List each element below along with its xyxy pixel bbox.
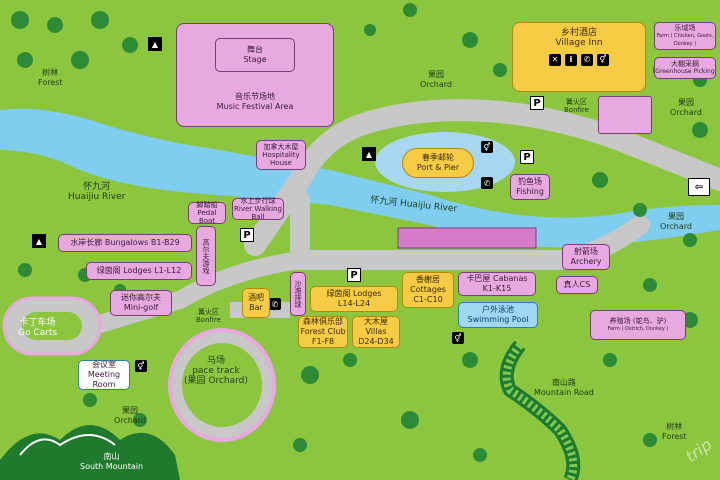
- trees: [11, 3, 708, 462]
- bungalows[interactable]: 水岸长廊 Bungalows B1-B29: [58, 234, 192, 252]
- campsite-icon: ▲: [32, 234, 46, 248]
- sand-volleyball[interactable]: 沙滩排球: [290, 272, 306, 316]
- restroom-icon: ⚥: [481, 141, 493, 153]
- building-strip: [397, 227, 537, 249]
- river: [0, 108, 720, 248]
- exit-arrow-icon[interactable]: ⇦: [688, 178, 710, 196]
- campsite-icon: ▲: [148, 37, 162, 51]
- parking-icon: P: [347, 268, 361, 282]
- phone-icon: ✆: [581, 54, 593, 66]
- restaurant-icon: ✕: [549, 54, 561, 66]
- kids-game-area[interactable]: 高尔夫游戏: [196, 226, 216, 286]
- real-cs[interactable]: 真人CS: [556, 276, 598, 294]
- road-left: [71, 251, 309, 339]
- info-icon: i: [565, 54, 577, 66]
- ostrich-donkey-farm[interactable]: 养殖场 (鸵鸟、驴)Farm ( Ostrich, Donkey ): [590, 310, 686, 340]
- restroom-icon: ⚥: [597, 54, 609, 66]
- small-buildings: [598, 96, 652, 134]
- phone-icon: ✆: [269, 298, 281, 310]
- parking-icon: P: [530, 96, 544, 110]
- restroom-icon: ⚥: [452, 332, 464, 344]
- phone-icon: ✆: [481, 177, 493, 189]
- lodges-left[interactable]: 绿茵阁 Lodges L1-L12: [86, 262, 192, 280]
- road-main: [244, 99, 720, 256]
- restroom-icon: ⚥: [135, 360, 147, 372]
- mountain-road: [499, 340, 581, 480]
- parking-icon: P: [520, 150, 534, 164]
- campsite-icon: ▲: [362, 147, 376, 161]
- parking-icon: P: [240, 228, 254, 242]
